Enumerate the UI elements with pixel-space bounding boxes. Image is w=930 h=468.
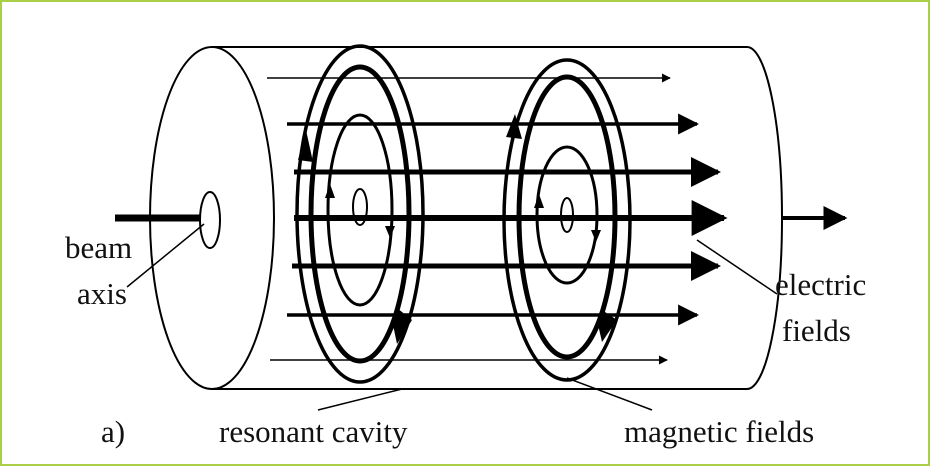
leader-resonant-cavity	[317, 388, 403, 411]
beam-aperture	[199, 191, 221, 249]
m-loop-right-outer	[502, 58, 632, 382]
m-loop-left-3	[326, 113, 394, 307]
m-arrow-right-up	[506, 114, 522, 139]
leader-magnetic-fields	[566, 377, 653, 411]
leader-beam-axis	[126, 223, 205, 288]
m-arrow-left-down	[392, 308, 412, 344]
m-loop-right-2	[516, 74, 618, 360]
magnetic-loops-left	[295, 44, 425, 384]
electric-field-lines	[267, 73, 728, 365]
m-loop-right-inner	[560, 197, 574, 233]
m-loop-left-outer	[295, 44, 425, 384]
m-arrow-left-up	[298, 130, 313, 162]
m-loop-left-inner	[352, 188, 368, 226]
panel-label: a)	[101, 414, 126, 449]
leader-lines	[126, 223, 778, 411]
cylinder-back-face	[746, 46, 783, 390]
m-arrow-right-small-up	[534, 194, 544, 208]
magnetic-arrows-left	[298, 130, 412, 344]
leader-electric-fields	[696, 239, 778, 295]
m-arrow-left-small-up	[325, 184, 335, 198]
m-arrow-right-small-down	[591, 230, 601, 242]
beam-axis	[115, 191, 848, 249]
beam-axis-label-line2: axis	[77, 276, 127, 311]
m-arrow-right-down	[597, 310, 617, 342]
magnetic-arrows-right	[506, 114, 617, 342]
electric-fields-label-line2: fields	[782, 313, 851, 348]
m-arrow-left-small-down	[385, 226, 395, 238]
electric-fields-label-line1: electric	[775, 267, 867, 302]
magnetic-loops-right	[502, 58, 632, 382]
resonant-cavity-label: resonant cavity	[219, 414, 408, 449]
m-loop-right-3	[535, 145, 599, 285]
m-loop-left-2	[308, 64, 412, 364]
beam-axis-label-line1: beam	[65, 230, 133, 265]
magnetic-fields-label: magnetic fields	[624, 414, 815, 449]
